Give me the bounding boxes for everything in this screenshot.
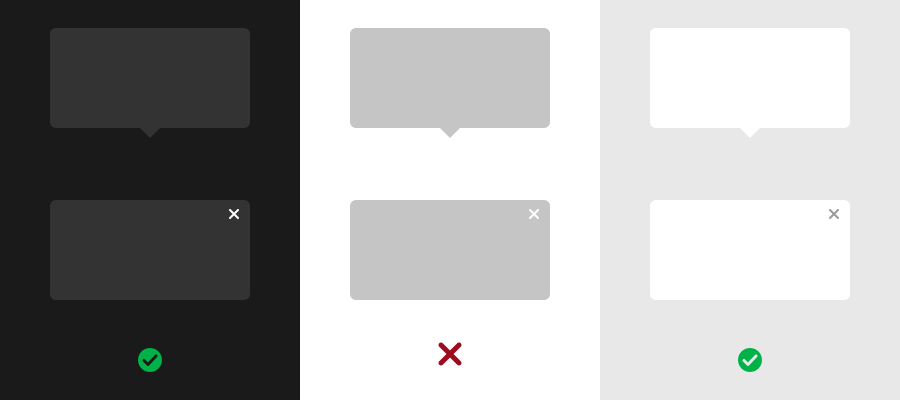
dismissible-tooltip [350,200,550,300]
close-icon[interactable] [827,207,841,221]
check-circle-icon [138,348,162,372]
tooltip-caret [440,128,460,138]
panel-light-gray [600,0,900,400]
tooltip-with-caret [650,28,850,138]
tooltip-with-caret [350,28,550,138]
panel-dark [0,0,300,400]
close-icon[interactable] [227,207,241,221]
dismissible-tooltip [650,200,850,300]
tooltip-caret [140,128,160,138]
panel-white [300,0,600,400]
cross-icon [438,342,462,366]
tooltip-caret [740,128,760,138]
check-circle-icon [738,348,762,372]
tooltip-with-caret [50,28,250,138]
dismissible-tooltip [50,200,250,300]
close-icon[interactable] [527,207,541,221]
